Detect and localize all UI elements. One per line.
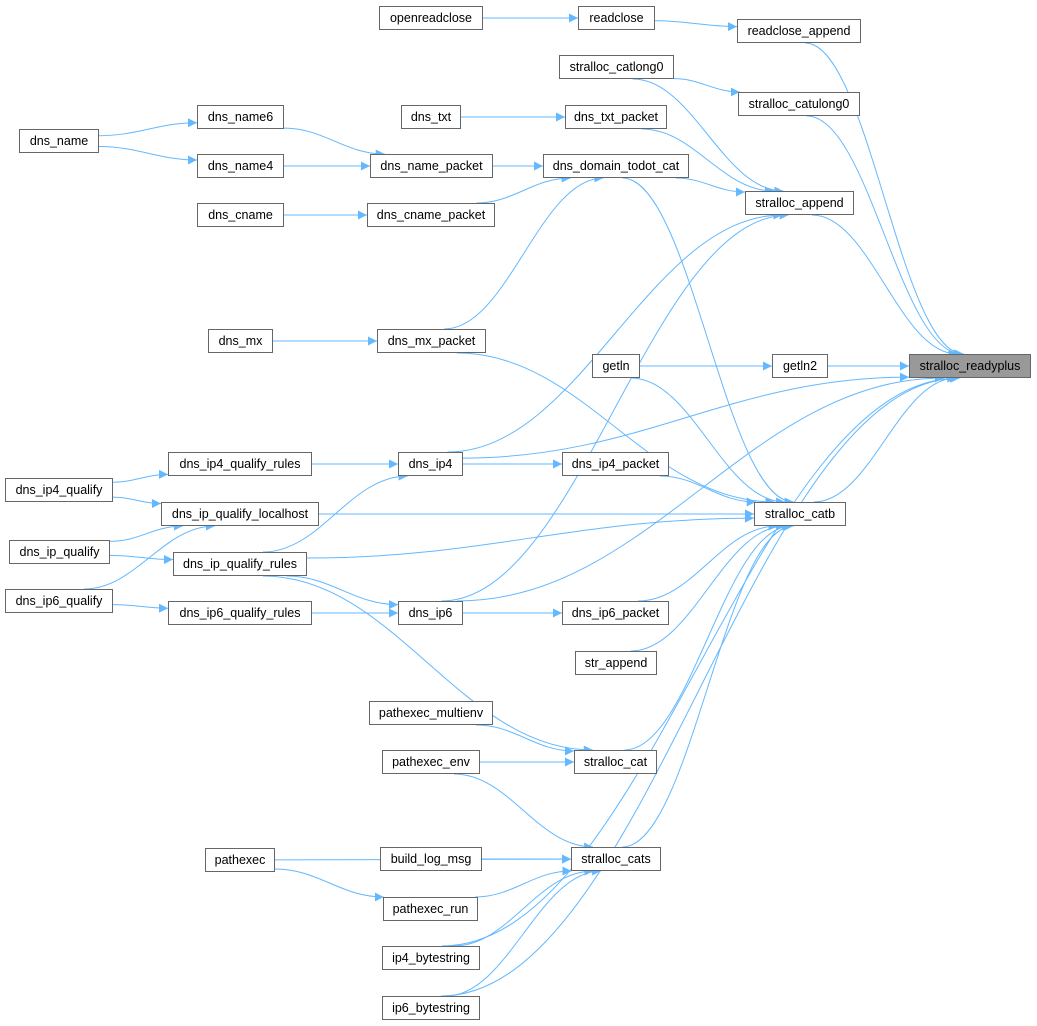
node-pathexec-env[interactable]: pathexec_env [382, 750, 480, 774]
node-pathexec-multienv[interactable]: pathexec_multienv [369, 701, 493, 725]
node-dns-name[interactable]: dns_name [19, 129, 99, 153]
node-dns-ip-qualify[interactable]: dns_ip_qualify [9, 540, 110, 564]
node-dns-ip6-qualify-rules[interactable]: dns_ip6_qualify_rules [168, 601, 312, 625]
node-stralloc-readyplus: stralloc_readyplus [909, 354, 1031, 378]
edge-stralloc-catlong0-to-stralloc-append [632, 78, 784, 196]
edge-stralloc-cats-to-stralloc-catb [622, 521, 794, 848]
node-dns-ip4-packet[interactable]: dns_ip4_packet [562, 452, 669, 476]
edge-pathexec-to-pathexec-run [274, 868, 384, 902]
node-stralloc-append[interactable]: stralloc_append [745, 191, 854, 215]
edge-stralloc-catulong0-to-stralloc-readyplus [806, 115, 963, 359]
edge-dns-domain-todot-cat-to-stralloc-catb [622, 177, 794, 507]
edge-dns-ip-qualify-rules-to-dns-ip4 [262, 471, 408, 553]
edge-ip4-bytestring-to-stralloc-readyplus [441, 373, 960, 947]
edge-dns-ip-qualify-to-dns-ip-qualify-localhost [109, 521, 184, 542]
node-dns-ip-qualify-rules[interactable]: dns_ip_qualify_rules [173, 552, 307, 576]
node-str-append[interactable]: str_append [575, 651, 657, 675]
edge-pathexec-multienv-to-stralloc-cat [476, 724, 575, 756]
node-dns-txt-packet[interactable]: dns_txt_packet [565, 105, 667, 129]
node-dns-mx-packet[interactable]: dns_mx_packet [377, 329, 486, 353]
edge-stralloc-cat-to-stralloc-catb [624, 521, 792, 751]
node-dns-cname[interactable]: dns_cname [197, 203, 284, 227]
edge-dns-ip-qualify-to-dns-ip-qualify-rules [109, 554, 174, 565]
edge-dns-ip6-qualify-to-dns-ip-qualify-localhost [83, 521, 216, 590]
edge-dns-ip4-qualify-to-dns-ip4-qualify-rules [112, 469, 169, 483]
edge-dns-ip-qualify-rules-to-stralloc-cat [262, 575, 593, 755]
node-ip6-bytestring[interactable]: ip6_bytestring [382, 996, 480, 1020]
edge-stralloc-catlong0-to-stralloc-catulong0 [673, 78, 740, 97]
edge-dns-name-to-dns-name6 [98, 118, 198, 137]
edge-ip6-bytestring-to-stralloc-readyplus [441, 373, 960, 997]
node-getln2[interactable]: getln2 [772, 354, 828, 378]
edge-dns-ip6-qualify-to-dns-ip6-qualify-rules [112, 603, 169, 613]
edge-dns-ip4-packet-to-stralloc-catb [659, 475, 756, 507]
edge-dns-ip6-to-stralloc-append [441, 210, 789, 602]
node-dns-name6[interactable]: dns_name6 [197, 105, 284, 129]
node-ip4-bytestring[interactable]: ip4_bytestring [382, 946, 480, 970]
node-dns-ip6[interactable]: dns_ip6 [398, 601, 463, 625]
edge-getln-to-stralloc-catb [630, 377, 786, 507]
node-pathexec-run[interactable]: pathexec_run [383, 897, 478, 921]
node-readclose[interactable]: readclose [578, 6, 655, 30]
edge-dns-ip-qualify-rules-to-dns-ip6 [286, 575, 399, 610]
edge-dns-name-to-dns-name4 [98, 146, 198, 165]
edge-dns-ip4-to-stralloc-append [447, 210, 783, 453]
node-getln[interactable]: getln [592, 354, 640, 378]
edge-dns-domain-todot-cat-to-stralloc-append [675, 177, 746, 197]
edge-pathexec-run-to-stralloc-cats [475, 866, 572, 898]
edge-str-append-to-stralloc-catb [630, 521, 786, 652]
edge-dns-ip-qualify-rules-to-stralloc-catb [306, 513, 755, 559]
edge-dns-ip6-to-stralloc-readyplus [456, 373, 944, 602]
edge-dns-ip4-to-stralloc-readyplus [462, 372, 910, 459]
node-openreadclose[interactable]: openreadclose [379, 6, 483, 30]
node-pathexec[interactable]: pathexec [205, 848, 275, 872]
edge-dns-cname-packet-to-dns-domain-todot-cat [476, 173, 571, 204]
node-dns-name4[interactable]: dns_name4 [197, 154, 284, 178]
node-dns-ip6-qualify[interactable]: dns_ip6_qualify [5, 589, 113, 613]
edge-ip6-bytestring-to-stralloc-cats [445, 866, 602, 997]
edge-pathexec-env-to-stralloc-cats [453, 773, 594, 852]
edge-dns-ip6-packet-to-stralloc-catb [637, 521, 778, 602]
edge-stralloc-append-to-stralloc-readyplus [812, 214, 958, 359]
edge-readclose-append-to-stralloc-readyplus [805, 42, 964, 359]
node-dns-ip4-qualify[interactable]: dns_ip4_qualify [5, 478, 113, 502]
edge-dns-txt-packet-to-stralloc-append [641, 128, 774, 196]
node-dns-ip6-packet[interactable]: dns_ip6_packet [562, 601, 669, 625]
node-dns-ip4[interactable]: dns_ip4 [398, 452, 463, 476]
edge-dns-mx-packet-to-dns-domain-todot-cat [444, 173, 604, 330]
edge-stralloc-catb-to-stralloc-readyplus [813, 373, 957, 503]
node-stralloc-cats[interactable]: stralloc_cats [571, 847, 661, 871]
node-build-log-msg[interactable]: build_log_msg [380, 847, 482, 871]
node-dns-domain-todot-cat[interactable]: dns_domain_todot_cat [543, 154, 689, 178]
edge-ip4-bytestring-to-stralloc-cats [453, 866, 594, 947]
node-dns-txt[interactable]: dns_txt [401, 105, 461, 129]
node-dns-name-packet[interactable]: dns_name_packet [370, 154, 493, 178]
node-stralloc-cat[interactable]: stralloc_cat [574, 750, 657, 774]
node-dns-mx[interactable]: dns_mx [208, 329, 273, 353]
node-stralloc-catulong0[interactable]: stralloc_catulong0 [738, 92, 860, 116]
node-stralloc-catb[interactable]: stralloc_catb [754, 502, 846, 526]
edge-dns-mx-packet-to-stralloc-catb [457, 352, 775, 507]
node-dns-cname-packet[interactable]: dns_cname_packet [367, 203, 495, 227]
edge-readclose-to-readclose-append [654, 20, 738, 32]
node-dns-ip-qualify-localhost[interactable]: dns_ip_qualify_localhost [161, 502, 319, 526]
node-stralloc-catlong0[interactable]: stralloc_catlong0 [559, 55, 674, 79]
node-readclose-append[interactable]: readclose_append [737, 19, 861, 43]
edge-dns-ip4-qualify-to-dns-ip-qualify-localhost [112, 496, 162, 509]
node-dns-ip4-qualify-rules[interactable]: dns_ip4_qualify_rules [168, 452, 312, 476]
edge-dns-name6-to-dns-name-packet [283, 127, 385, 159]
